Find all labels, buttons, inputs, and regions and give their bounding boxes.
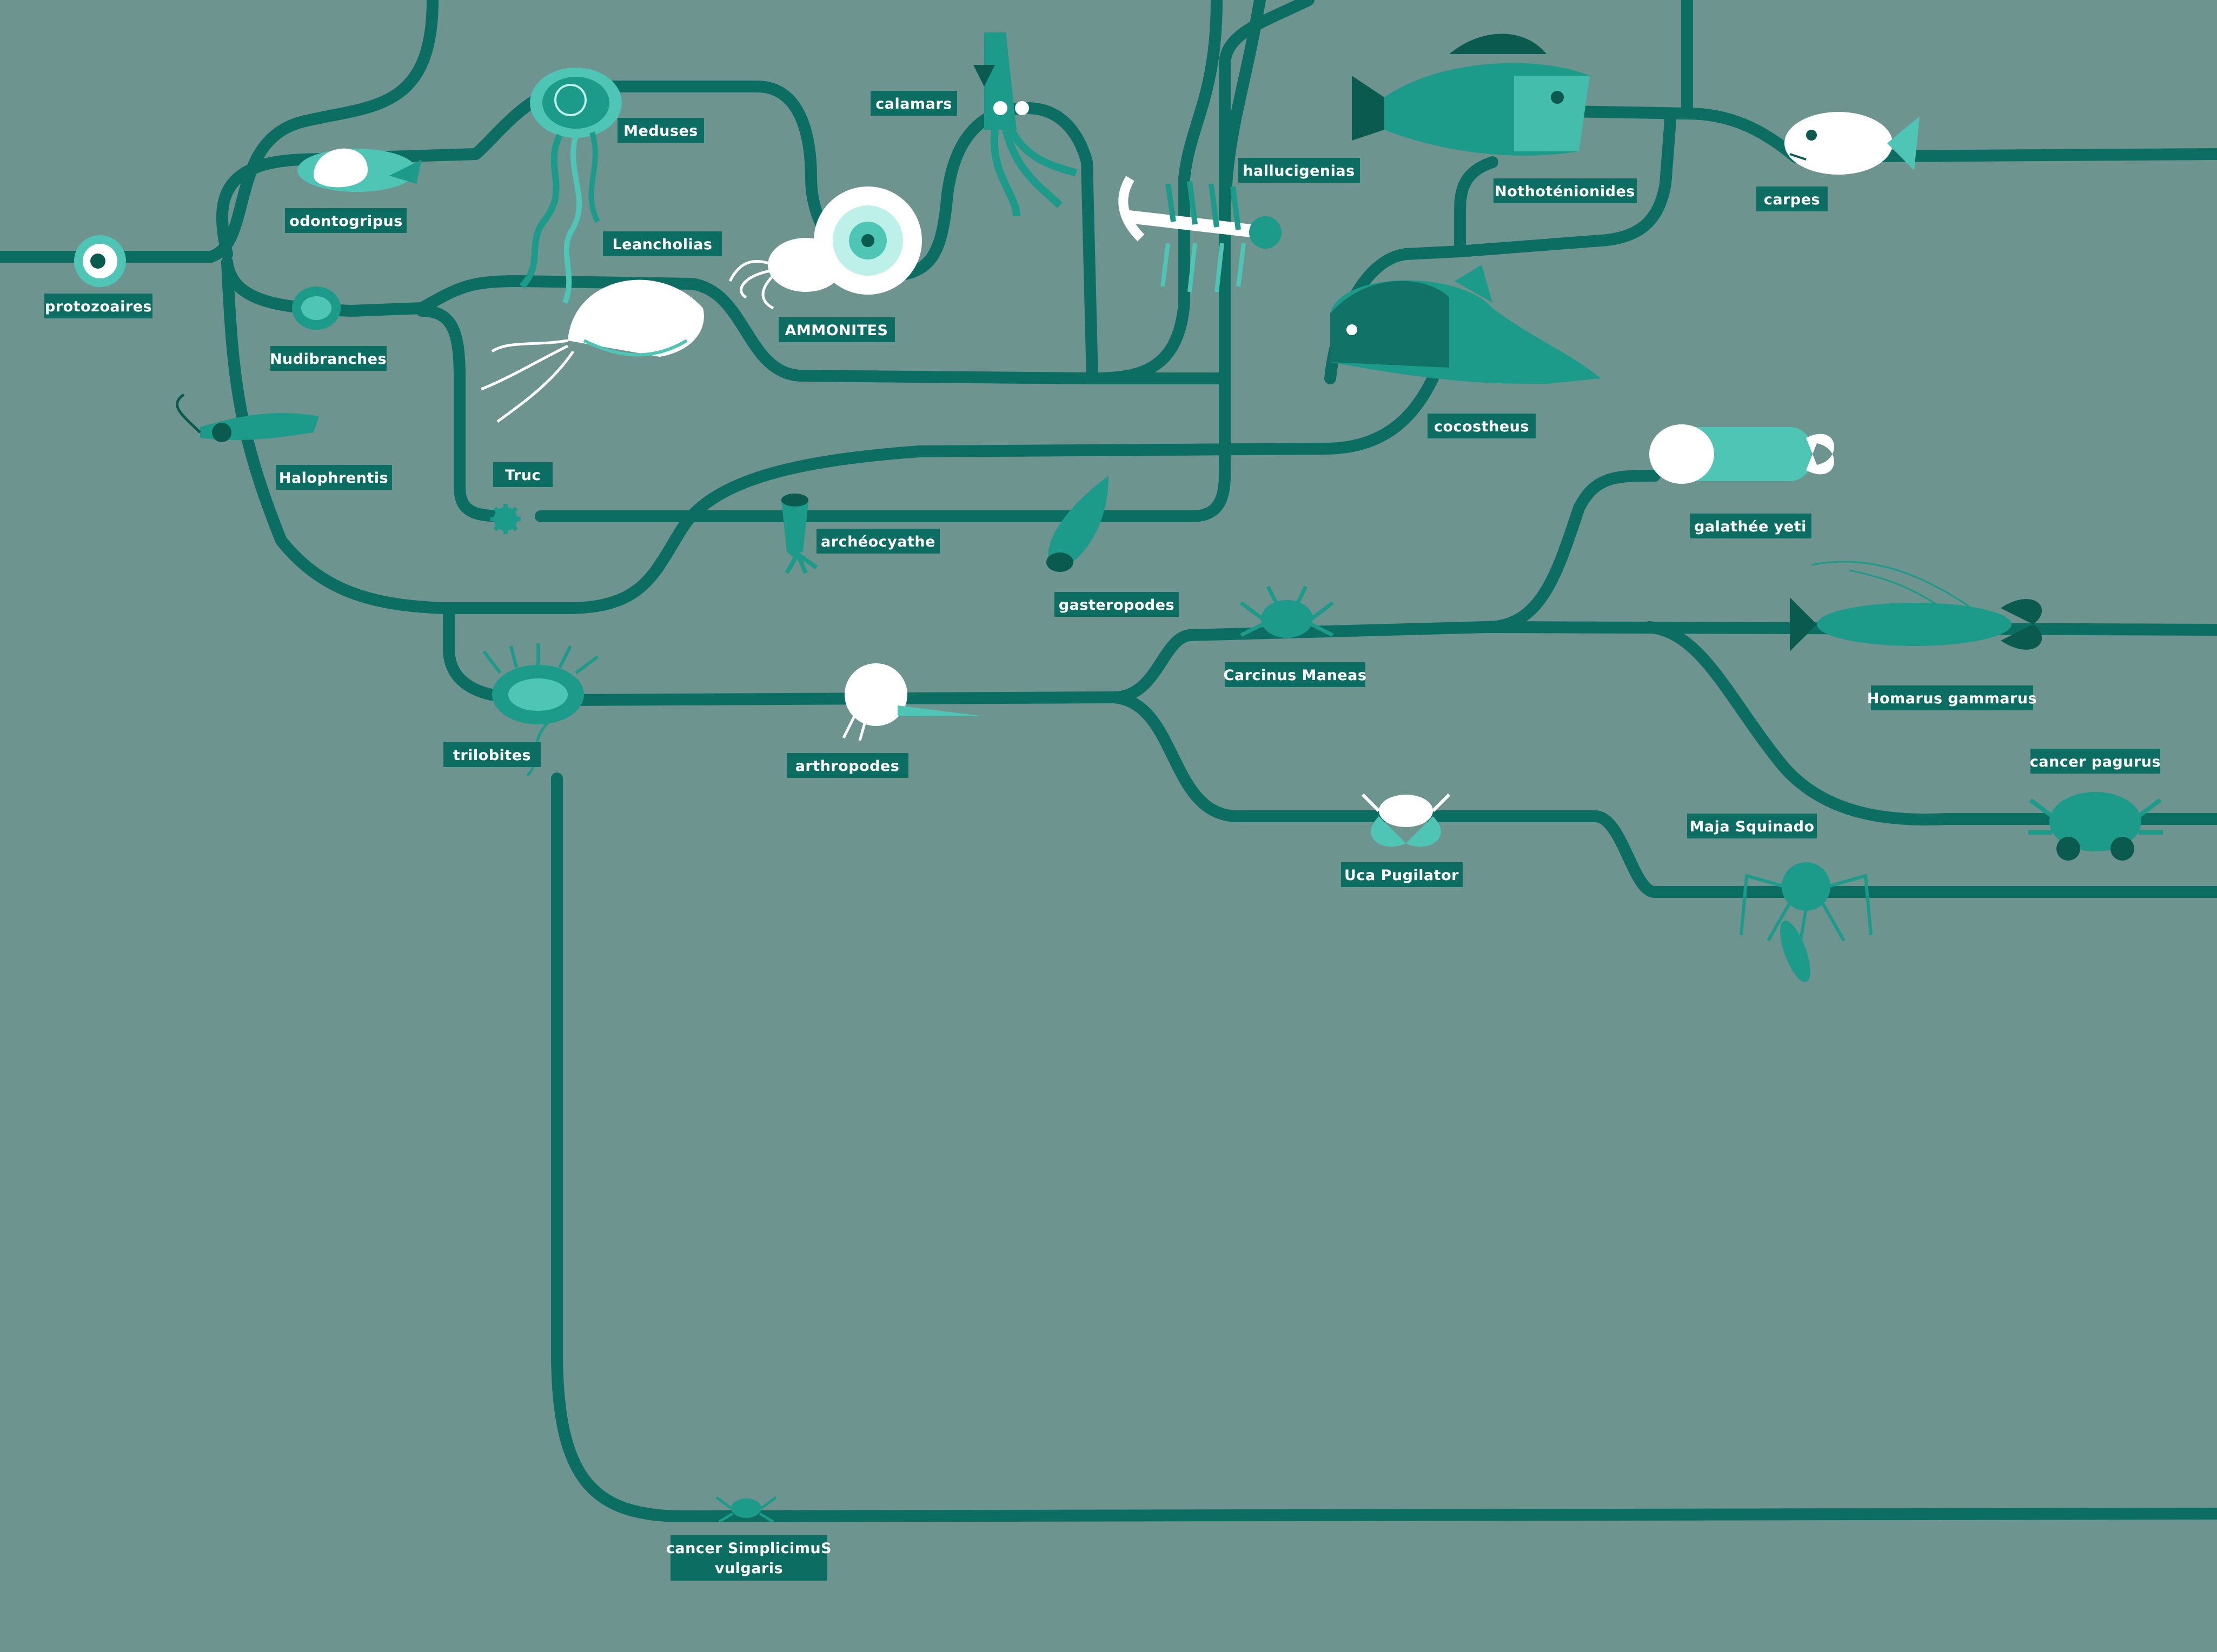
label-maja-squinado: Maja Squinado	[1687, 814, 1817, 838]
svg-text:cancer pagurus: cancer pagurus	[2030, 754, 2161, 770]
label-hallucigenias: hallucigenias	[1238, 158, 1360, 183]
squid-icon	[973, 32, 1078, 217]
branch-hallucigenias	[535, 372, 1231, 522]
branch-to-top-1	[1086, 0, 1223, 384]
jellyfish-icon	[519, 68, 622, 304]
ammonite-icon	[814, 186, 922, 295]
dunkleosteus-icon	[1330, 265, 1601, 384]
carp-fish-icon	[1784, 112, 1920, 175]
branch-to-top-3	[1219, 0, 1266, 233]
label-protozoaires: protozoaires	[44, 294, 152, 318]
gastropod-shell-icon	[1046, 476, 1108, 572]
lobster-icon	[1790, 561, 2042, 651]
label-halophrentis: Halophrentis	[276, 465, 392, 490]
label-odontogripus: odontogripus	[285, 208, 407, 233]
label-arthropodes: arthropodes	[787, 753, 908, 778]
branch-cancer-pagurus	[1643, 621, 2217, 826]
svg-text:galathée yeti: galathée yeti	[1694, 518, 1807, 535]
label-nudibranches: Nudibranches	[270, 346, 387, 371]
svg-text:Carcinus Maneas: Carcinus Maneas	[1224, 667, 1367, 684]
label-cancer-pagurus: cancer pagurus	[2030, 749, 2161, 774]
label-carpes: carpes	[1756, 186, 1828, 211]
svg-text:AMMONITES: AMMONITES	[785, 322, 888, 339]
galathea-icon	[1649, 424, 1835, 484]
label-uca-pugilator: Uca Pugilator	[1341, 862, 1463, 887]
branch-arthropods	[556, 470, 1661, 706]
branch-to-top-2	[1086, 0, 1315, 384]
truc-icon	[490, 504, 521, 534]
svg-text:Truc: Truc	[505, 467, 541, 484]
svg-text:archéocyathe: archéocyathe	[821, 534, 935, 550]
svg-text:trilobites: trilobites	[453, 747, 531, 764]
label-archeocyathe: archéocyathe	[817, 529, 940, 554]
svg-text:Meduses: Meduses	[623, 123, 698, 139]
branch-nothoteniones	[1454, 108, 1693, 257]
label-meduses: Meduses	[618, 118, 704, 143]
label-truc: Truc	[493, 462, 553, 487]
label-galathee-yeti: galathée yeti	[1690, 514, 1811, 538]
creatures	[74, 32, 2163, 1523]
trilobite-icon	[482, 643, 599, 777]
svg-text:Nothoténionides: Nothoténionides	[1495, 183, 1635, 200]
svg-text:Nudibranches: Nudibranches	[270, 351, 387, 368]
fiddler-crab-icon	[1361, 793, 1451, 847]
svg-text:protozoaires: protozoaires	[45, 298, 152, 315]
spider-crab-icon	[1740, 862, 1873, 982]
svg-text:Halophrentis: Halophrentis	[279, 470, 388, 487]
svg-text:Uca Pugilator: Uca Pugilator	[1344, 867, 1459, 884]
label-calamars: calamars	[871, 91, 957, 116]
species-labels: protozoaires odontogripus Meduses calama…	[44, 91, 2161, 1581]
svg-text:Homarus gammarus: Homarus gammarus	[1867, 690, 2037, 707]
svg-text:vulgaris: vulgaris	[715, 1560, 783, 1577]
svg-text:Maja Squinado: Maja Squinado	[1689, 818, 1814, 835]
notothenioid-fish-icon	[1352, 34, 1590, 156]
hallucigenia-icon	[1118, 176, 1282, 292]
small-crab-icon	[715, 1496, 777, 1523]
nudibranch-icon	[292, 287, 341, 330]
label-ammonites: AMMONITES	[779, 317, 895, 342]
label-homarus-gammarus: Homarus gammarus	[1867, 685, 2037, 710]
edible-crab-icon	[2028, 792, 2163, 861]
svg-text:Leancholias: Leancholias	[612, 236, 712, 253]
label-carcinus-maneas: Carcinus Maneas	[1224, 662, 1367, 687]
branch-uca	[1108, 691, 2217, 898]
protozoa-icon	[74, 235, 126, 287]
green-crab-icon	[1239, 585, 1335, 638]
branch-truc	[416, 305, 514, 522]
branch-cancer-simplicimus	[551, 772, 2217, 1522]
label-trilobites: trilobites	[443, 742, 541, 767]
leanchoilia-icon	[481, 279, 704, 423]
svg-text:hallucigenias: hallucigenias	[1243, 163, 1355, 179]
halophrentis-worm-icon	[176, 393, 319, 442]
label-cocostheus: cocostheus	[1428, 414, 1536, 438]
svg-text:cocostheus: cocostheus	[1434, 418, 1529, 435]
archaeocyatha-icon	[781, 494, 818, 574]
label-nothoteniones: Nothoténionides	[1494, 178, 1637, 203]
branch-halophrentis	[221, 256, 1439, 614]
svg-text:odontogripus: odontogripus	[289, 213, 403, 230]
label-cancer-simplicimus: cancer SimplicimuS vulgaris	[666, 1535, 832, 1581]
branch-top-exit	[205, 0, 439, 263]
svg-text:gasteropodes: gasteropodes	[1059, 597, 1174, 614]
svg-text:arthropodes: arthropodes	[795, 758, 900, 775]
odontogriphus-icon	[297, 148, 422, 192]
svg-text:carpes: carpes	[1764, 191, 1820, 208]
label-leancholias: Leancholias	[603, 231, 722, 256]
label-gasteropodes: gasteropodes	[1054, 592, 1179, 617]
svg-text:cancer SimplicimuS: cancer SimplicimuS	[666, 1540, 832, 1557]
svg-text:calamars: calamars	[875, 96, 952, 112]
branch-leancholias	[221, 256, 1098, 384]
hermit-crab-icon	[842, 663, 984, 741]
